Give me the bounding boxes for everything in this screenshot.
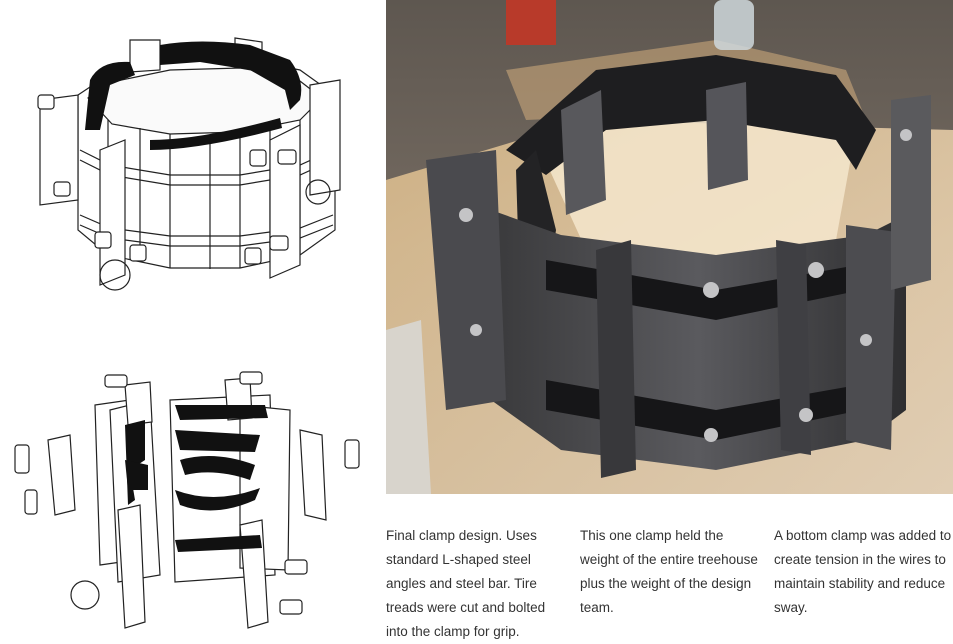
assembled-clamp-illustration: [37, 37, 341, 291]
caption-bottom-clamp: A bottom clamp was added to create tensi…: [774, 527, 952, 615]
caption-clamp-design: Final clamp design. Uses standard L-shap…: [386, 527, 546, 639]
caption-weight-capacity: This one clamp held the weight of the en…: [580, 527, 758, 615]
exploded-clamp-illustration: [14, 371, 360, 629]
clamp-photograph: [386, 0, 953, 494]
